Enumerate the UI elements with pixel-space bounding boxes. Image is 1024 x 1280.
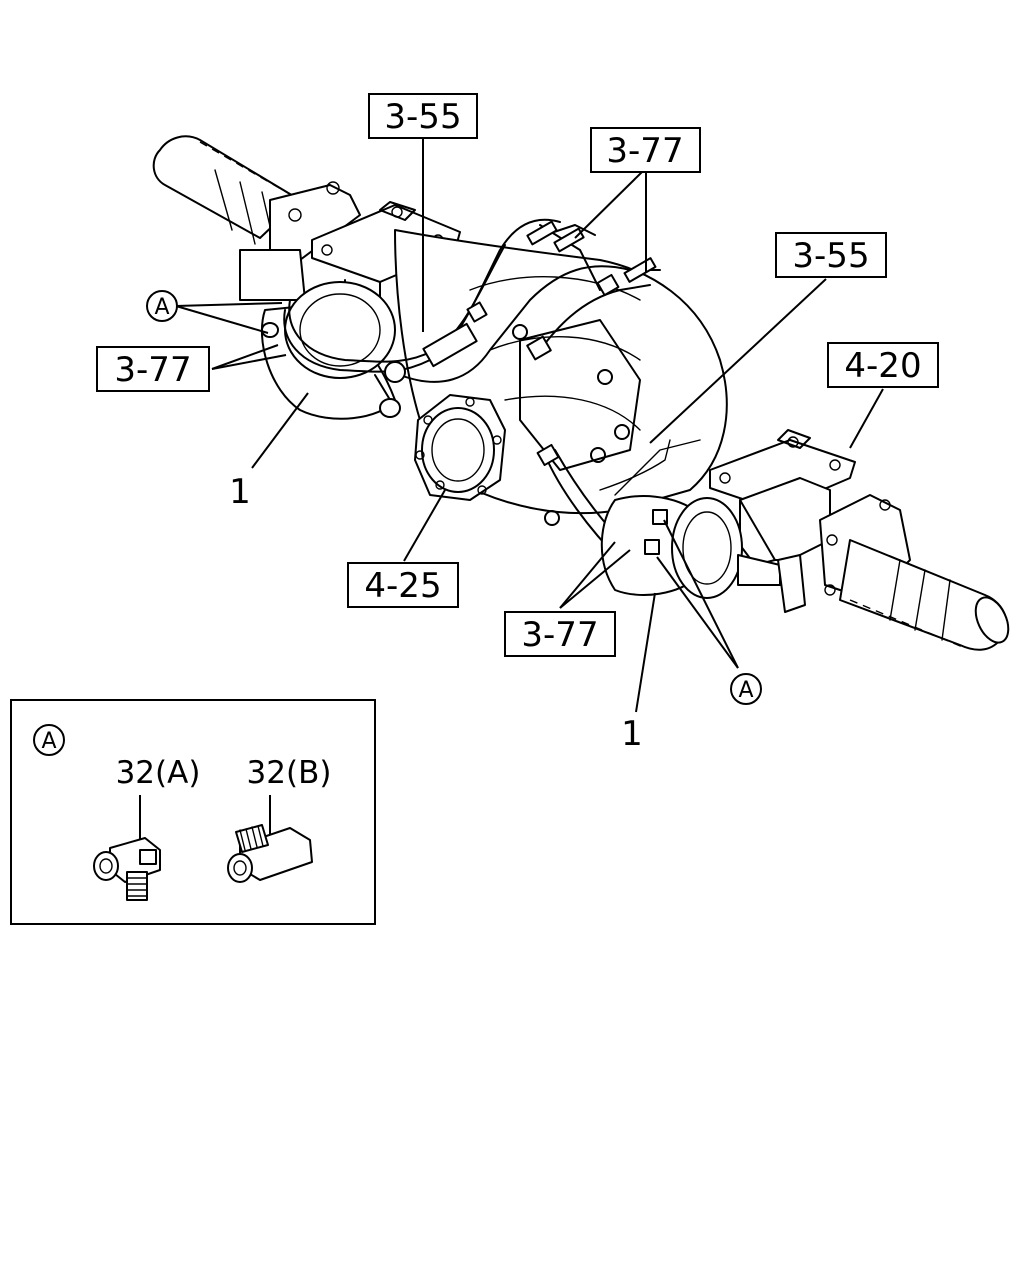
callout-355-right-label: 3-55 bbox=[792, 236, 869, 276]
callout-355-right: 3-55 bbox=[775, 232, 887, 278]
callout-377-left-label: 3-77 bbox=[114, 350, 191, 390]
fitting-32b-drawing bbox=[227, 795, 313, 883]
axle-flange bbox=[414, 394, 506, 501]
detail-a-marker-left: A bbox=[146, 290, 178, 322]
leader-lines bbox=[175, 138, 884, 713]
detail-panel-marker: A bbox=[41, 729, 56, 754]
fitting-32a-drawing bbox=[93, 795, 161, 901]
callout-377-bottom-label: 3-77 bbox=[521, 615, 598, 655]
brake-pipes bbox=[283, 218, 701, 561]
detail-a-marker-bottom: A bbox=[730, 673, 762, 705]
part-1-bottom-label: 1 bbox=[621, 714, 643, 754]
part-1-left-label: 1 bbox=[229, 472, 251, 512]
part-32a-label: 32(A) bbox=[116, 755, 201, 791]
callout-377-top: 3-77 bbox=[590, 127, 701, 173]
callout-355-top-label: 3-55 bbox=[384, 97, 461, 137]
callout-355-top: 3-55 bbox=[368, 93, 478, 139]
left-axle-tube bbox=[152, 135, 361, 261]
detail-a-marker-left-label: A bbox=[154, 295, 169, 320]
callout-420-label: 4-20 bbox=[844, 346, 921, 386]
callout-377-left: 3-77 bbox=[96, 346, 210, 392]
callout-420: 4-20 bbox=[827, 342, 939, 388]
right-axle-tube bbox=[819, 494, 1010, 651]
callout-377-bottom: 3-77 bbox=[504, 611, 616, 657]
callout-425: 4-25 bbox=[347, 562, 459, 608]
brake-chamber-right bbox=[600, 495, 806, 613]
callout-377-top-label: 3-77 bbox=[606, 131, 683, 171]
part-32b-label: 32(B) bbox=[247, 755, 332, 791]
detail-a-marker-bottom-label: A bbox=[738, 678, 753, 703]
detail-panel-a: A 32(A) 32(B) bbox=[10, 699, 376, 925]
callout-425-label: 4-25 bbox=[364, 566, 441, 606]
right-spring-pad bbox=[709, 429, 856, 566]
